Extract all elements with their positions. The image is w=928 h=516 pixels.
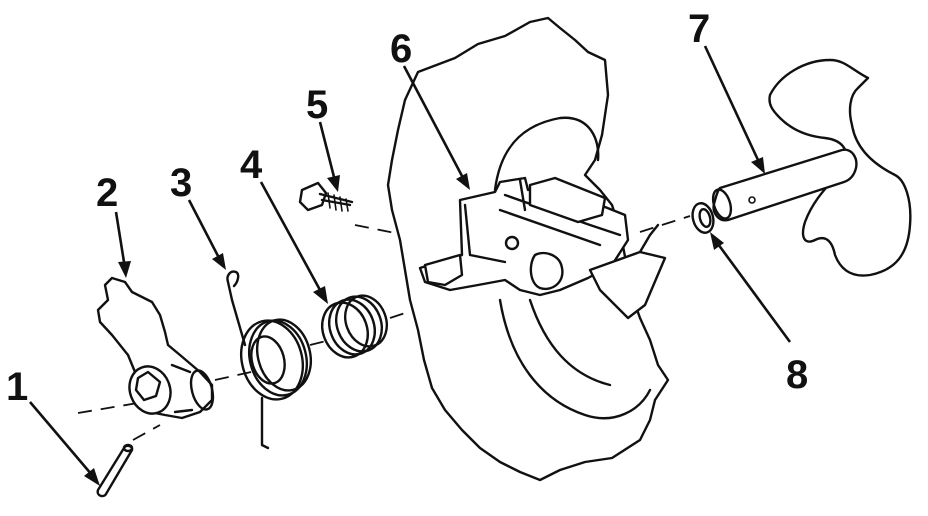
small-spring-part <box>321 294 388 359</box>
callout-6: 6 <box>390 27 412 71</box>
torsion-spring-part <box>226 270 312 450</box>
callout-5: 5 <box>306 83 328 127</box>
leader-lines <box>29 45 792 486</box>
screw-part <box>298 181 354 212</box>
callout-7: 7 <box>688 7 710 51</box>
retaining-ring-part <box>691 202 715 234</box>
lock-housing-part <box>386 16 670 482</box>
handle-shaft-part <box>711 58 912 277</box>
callout-labels: 1 2 3 4 5 6 7 8 <box>6 7 808 409</box>
callout-4: 4 <box>240 143 263 187</box>
callout-2: 2 <box>96 171 118 215</box>
cylinder-lever-part <box>96 276 215 420</box>
callout-8: 8 <box>786 353 808 397</box>
callout-1: 1 <box>6 365 28 409</box>
callout-3: 3 <box>170 161 192 205</box>
pin-part <box>96 443 134 498</box>
